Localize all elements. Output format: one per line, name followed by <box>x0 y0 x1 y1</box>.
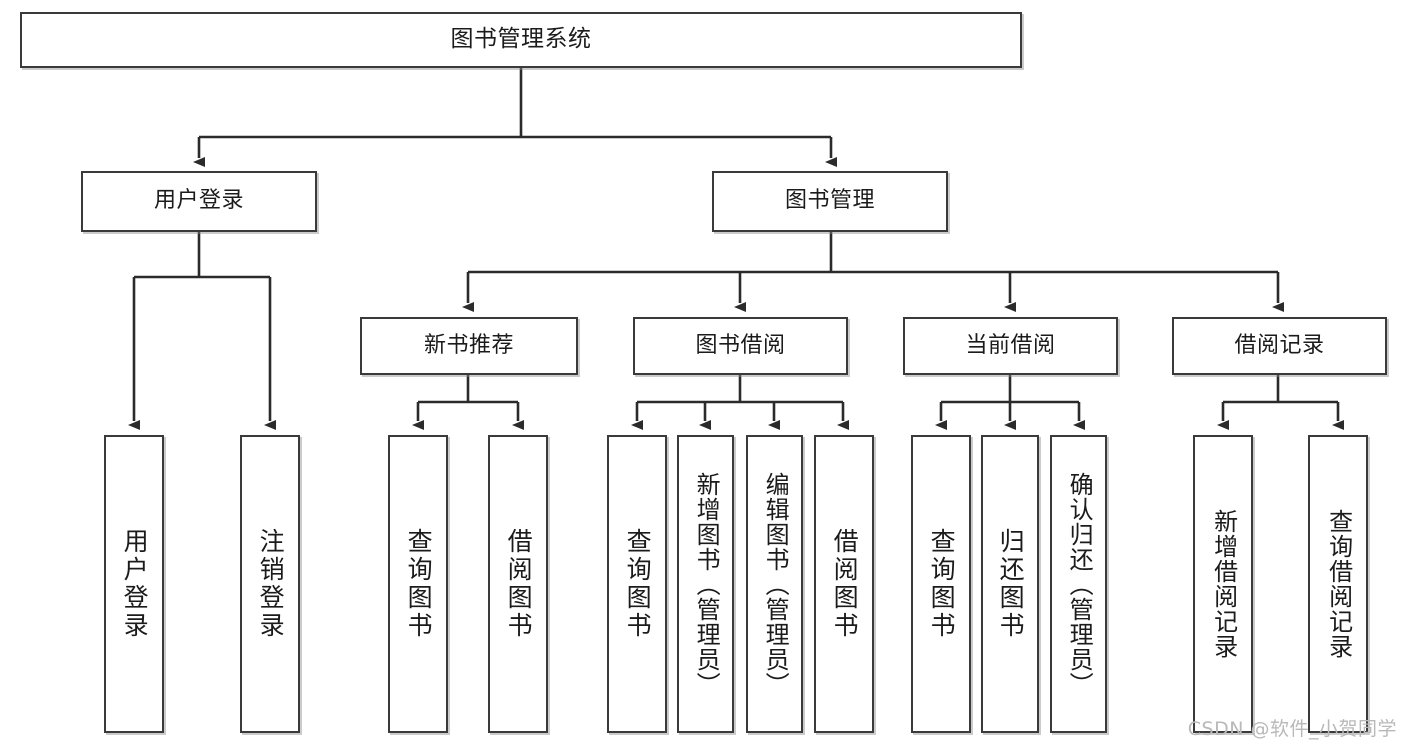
node-new-book-recommend[interactable]: 新书推荐 <box>360 317 578 375</box>
node-user-login[interactable]: 用户登录 <box>81 171 317 232</box>
leaf-query-book-borrow[interactable]: 查询图书 <box>607 435 667 733</box>
node-book-admin[interactable]: 图书管理 <box>712 171 948 232</box>
node-root-book-management-system[interactable]: 图书管理系统 <box>20 12 1022 68</box>
node-label: 图书管理 <box>784 188 875 214</box>
node-label: 借阅记录 <box>1234 332 1325 358</box>
node-borrow-record[interactable]: 借阅记录 <box>1172 317 1387 375</box>
node-label: 查询图书 <box>927 528 957 640</box>
node-label: 归还图书 <box>996 528 1026 640</box>
node-label: 编辑图书（管理员） <box>761 471 790 697</box>
leaf-user-login[interactable]: 用户登录 <box>104 435 164 733</box>
node-label: 查询图书 <box>404 528 434 640</box>
leaf-confirm-return-admin[interactable]: 确认归还（管理员） <box>1050 435 1107 733</box>
node-label: 当前借阅 <box>965 332 1056 358</box>
leaf-query-book-recommend[interactable]: 查询图书 <box>388 435 448 733</box>
node-label: 新增借阅记录 <box>1209 509 1238 659</box>
node-label: 新增图书（管理员） <box>692 471 721 697</box>
leaf-edit-book-admin[interactable]: 编辑图书（管理员） <box>746 435 803 733</box>
leaf-logout-login[interactable]: 注销登录 <box>240 435 300 733</box>
node-label: 图书管理系统 <box>450 26 592 53</box>
leaf-add-borrow-record[interactable]: 新增借阅记录 <box>1193 435 1253 733</box>
node-label: 借阅图书 <box>830 528 860 640</box>
node-label: 注销登录 <box>256 528 286 640</box>
node-label: 用户登录 <box>153 188 244 214</box>
node-current-borrow[interactable]: 当前借阅 <box>903 317 1118 375</box>
leaf-add-book-admin[interactable]: 新增图书（管理员） <box>677 435 734 733</box>
node-label: 借阅图书 <box>504 528 534 640</box>
node-book-borrow[interactable]: 图书借阅 <box>633 317 848 375</box>
leaf-borrow-book-recommend[interactable]: 借阅图书 <box>488 435 548 733</box>
node-label: 查询图书 <box>623 528 653 640</box>
node-label: 确认归还（管理员） <box>1065 471 1094 697</box>
node-label: 图书借阅 <box>695 332 786 358</box>
leaf-query-borrow-record[interactable]: 查询借阅记录 <box>1308 435 1368 733</box>
node-label: 用户登录 <box>120 528 150 640</box>
leaf-borrow-book-borrow[interactable]: 借阅图书 <box>814 435 874 733</box>
leaf-return-book[interactable]: 归还图书 <box>981 435 1039 733</box>
leaf-query-book-current[interactable]: 查询图书 <box>911 435 971 733</box>
node-label: 新书推荐 <box>423 332 514 358</box>
node-label: 查询借阅记录 <box>1324 509 1353 659</box>
